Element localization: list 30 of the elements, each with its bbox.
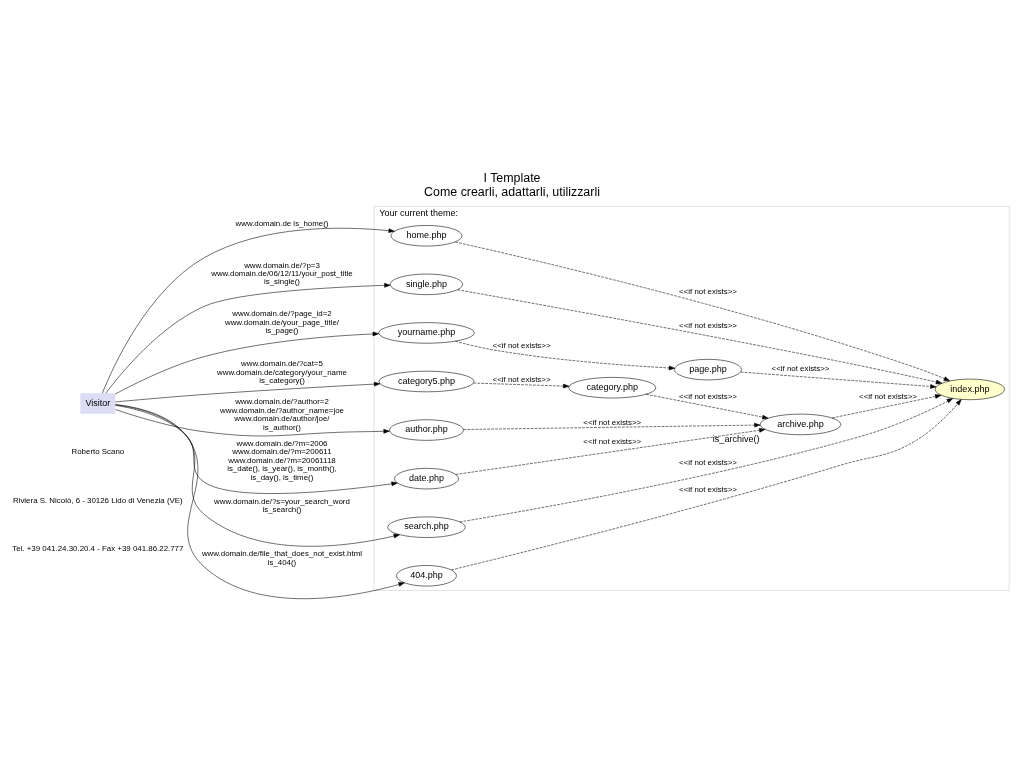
arrow — [459, 397, 953, 522]
arrow — [115, 408, 390, 436]
arrow — [451, 398, 962, 570]
node-ellipse: page.php — [674, 358, 742, 380]
node-box: Visitor — [80, 392, 116, 414]
arrow — [115, 381, 381, 402]
arrow — [455, 241, 950, 381]
arrow — [115, 404, 400, 546]
arrow — [115, 403, 405, 599]
node-ellipse: single.php — [389, 273, 463, 295]
caption: Come crearli, adattarli, utilizzarli — [424, 184, 600, 199]
arrow — [115, 404, 398, 494]
node-ellipse: author.php — [389, 418, 464, 441]
arrow — [102, 227, 395, 394]
arrow — [457, 289, 943, 384]
arrow — [455, 427, 766, 475]
arrow — [831, 393, 942, 418]
diagram-title: I Template — [483, 170, 541, 185]
arrow — [740, 371, 937, 389]
arrow — [473, 382, 570, 388]
node-label: is_archive() — [712, 433, 760, 444]
arrow — [463, 422, 761, 430]
node-ellipse: yourname.php — [378, 321, 475, 343]
arrow — [115, 331, 379, 394]
node-ellipse: date.php — [394, 467, 459, 489]
arrow — [455, 340, 675, 370]
node-ellipse: category5.php — [378, 370, 475, 392]
arrow — [105, 282, 391, 394]
arrow — [646, 393, 769, 419]
node-ellipse: category.php — [568, 376, 657, 398]
